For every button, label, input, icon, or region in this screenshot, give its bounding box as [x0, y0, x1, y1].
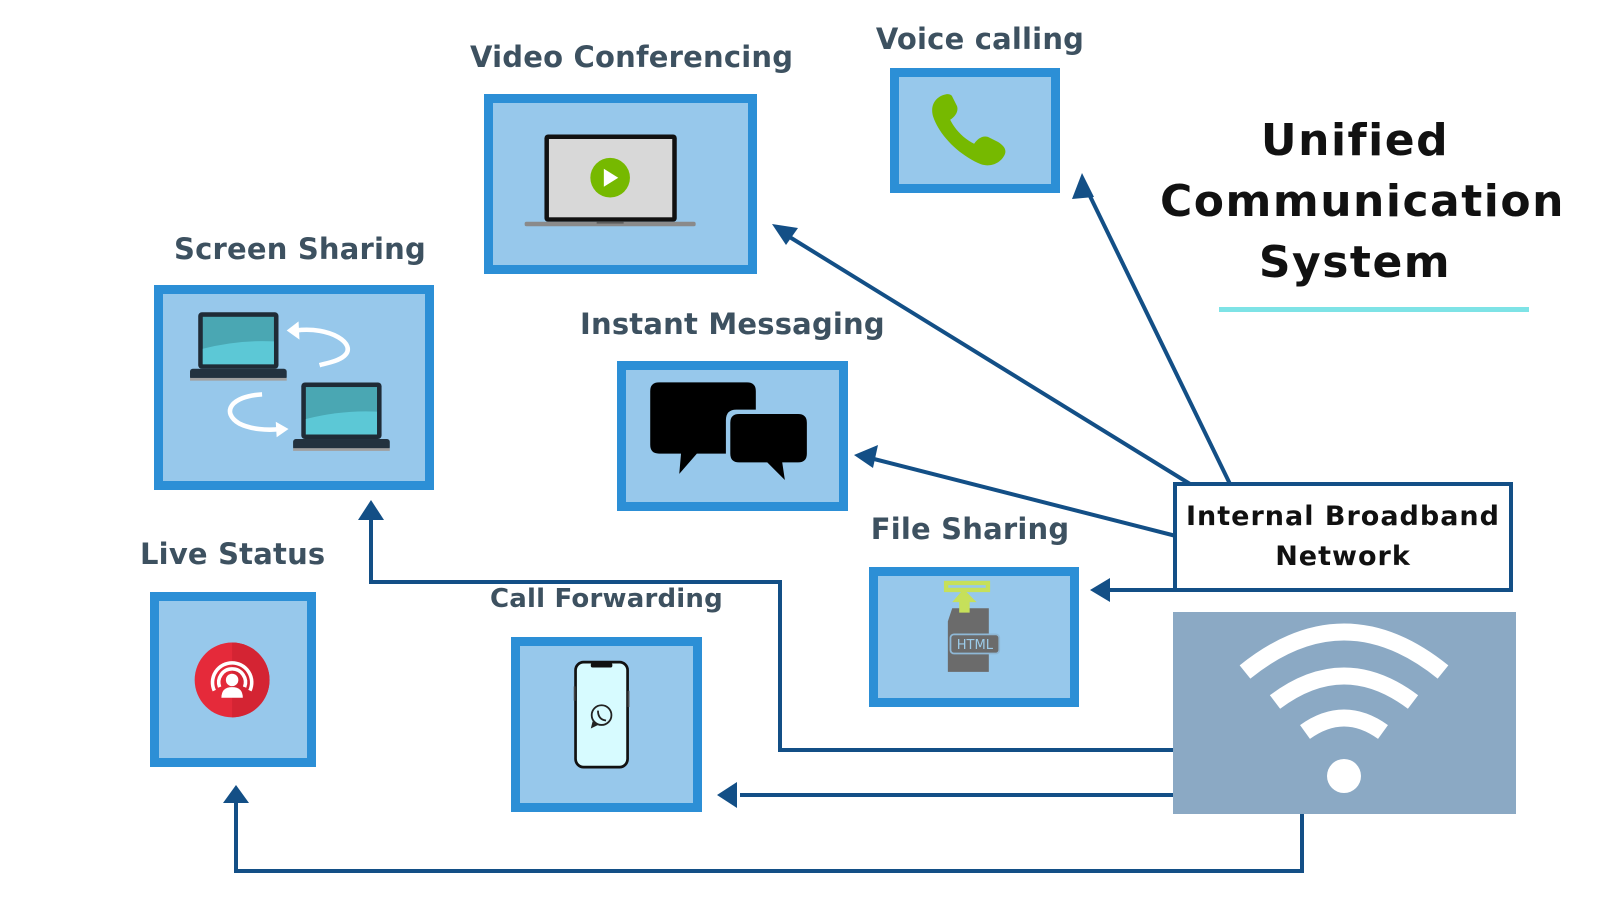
arrowhead-file-sharing [1090, 578, 1110, 602]
feature-label-live-status: Live Status [140, 537, 326, 571]
laptops-exchange-icon [190, 312, 390, 451]
feature-label-screen-sharing: Screen Sharing [173, 232, 426, 266]
arrowhead-live-status [223, 785, 249, 803]
wifi-panel [1173, 612, 1516, 814]
title-line: Communication [1160, 176, 1565, 227]
feature-tile-screen-sharing [154, 285, 434, 490]
feature-label-voice-calling: Voice calling [875, 22, 1085, 56]
html-file-upload-icon: HTML [943, 580, 1001, 672]
phone-icon [932, 94, 1006, 166]
arrowhead-video-conferencing [772, 224, 798, 245]
smartphone-whatsapp-icon [573, 660, 630, 769]
laptop-play-icon [524, 134, 696, 227]
network-label-box: Internal Broadband Network [1173, 482, 1513, 592]
network-label-line2: Network [1275, 541, 1411, 572]
feature-tile-call-forwarding [511, 637, 702, 812]
feature-label-video-conferencing: Video Conferencing [470, 40, 794, 74]
html-file-text: HTML [957, 638, 994, 653]
feature-tile-video-conferencing [484, 94, 757, 274]
arrowhead-voice-calling [1072, 173, 1094, 199]
live-broadcast-user-icon [194, 642, 270, 718]
connector-live-status [234, 803, 1304, 873]
feature-tile-voice-calling [890, 68, 1060, 193]
feature-tile-file-sharing: HTML [869, 567, 1079, 707]
feature-label-instant-messaging: Instant Messaging [580, 307, 885, 341]
title-line: System [1258, 237, 1452, 288]
feature-tile-instant-messaging [617, 361, 848, 511]
arrowhead-call-forwarding [717, 782, 737, 808]
feature-tile-live-status [150, 592, 316, 767]
network-label-line1: Internal Broadband [1186, 501, 1500, 532]
feature-label-file-sharing: File Sharing [870, 512, 1070, 546]
diagram-title: Unified Communication System [1160, 110, 1565, 293]
feature-label-call-forwarding: Call Forwarding [490, 584, 723, 614]
connector-video-conferencing [786, 234, 1192, 486]
arrowhead-screen-sharing [358, 500, 384, 520]
title-line: Unified [1260, 115, 1450, 166]
wifi-icon [1239, 623, 1449, 793]
arrowhead-instant-messaging [854, 445, 878, 468]
title-underline [1219, 307, 1529, 312]
chat-bubbles-icon [650, 382, 807, 480]
